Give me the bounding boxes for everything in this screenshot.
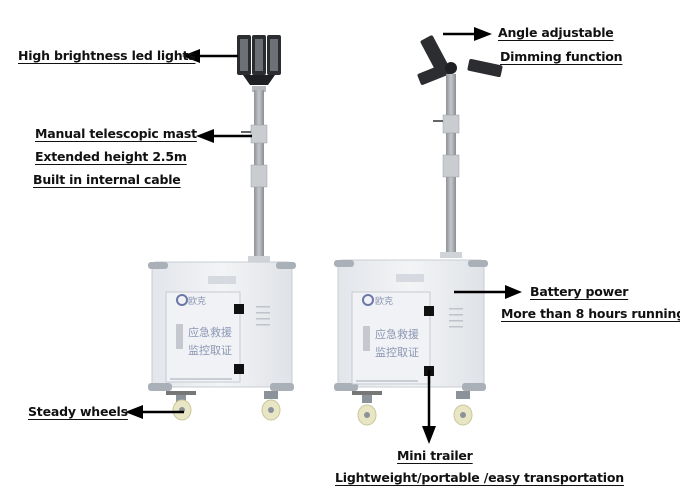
caster-wheel-icon	[352, 391, 382, 426]
arrow-to-battery-label	[454, 285, 522, 299]
right-light-tower	[334, 35, 503, 426]
label-dimming: Dimming function	[500, 49, 623, 64]
caster-wheel-icon	[261, 391, 281, 421]
arrow-to-mast	[196, 129, 252, 143]
caster-wheel-icon	[453, 391, 473, 426]
arrow-to-trailer-label	[422, 370, 436, 444]
arrow-to-wheels	[125, 405, 184, 419]
right-cabinet-text-line2: 监控取证	[375, 346, 419, 359]
left-cabinet-brand: 欧克	[188, 297, 207, 307]
label-extended-height: Extended height 2.5m	[35, 149, 187, 164]
right-cabinet-text-line1: 应急救援	[375, 328, 419, 341]
label-running-time: More than 8 hours running	[501, 306, 680, 321]
left-cabinet-text-line2: 监控取证	[188, 344, 232, 357]
label-portability: Lightweight/portable /easy transportatio…	[335, 470, 624, 485]
right-cabinet-brand: 欧克	[375, 297, 394, 307]
label-battery-power: Battery power	[530, 284, 629, 299]
arrow-to-led-lights	[182, 49, 238, 63]
label-angle-adjustable: Angle adjustable	[498, 25, 614, 40]
led-panel-head-icon	[237, 35, 281, 85]
label-led-lights: High brightness led lights	[18, 48, 196, 63]
arrow-to-angle-label	[443, 27, 492, 41]
label-internal-cable: Built in internal cable	[33, 172, 181, 187]
label-steady-wheels: Steady wheels	[28, 404, 128, 419]
adjustable-led-arms-icon	[417, 35, 503, 85]
left-light-tower	[148, 35, 296, 421]
left-cabinet-text-line1: 应急救援	[188, 326, 232, 339]
label-telescopic-mast: Manual telescopic mast	[35, 126, 197, 141]
label-mini-trailer: Mini trailer	[397, 448, 473, 463]
caster-wheel-icon	[166, 391, 196, 421]
